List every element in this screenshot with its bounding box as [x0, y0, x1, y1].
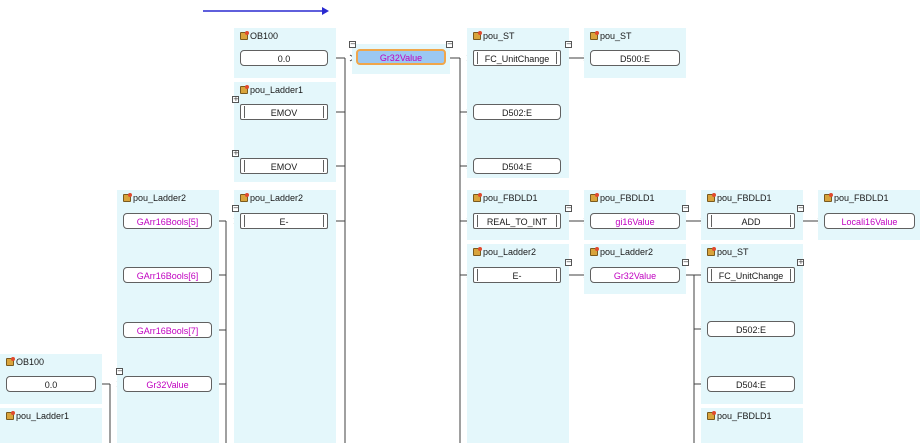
- pou-title[interactable]: pou_FBDLD1: [707, 192, 772, 204]
- variable-node[interactable]: Gr32Value: [590, 267, 680, 283]
- variable-node[interactable]: Locali16Value: [824, 213, 915, 229]
- pou-title-label: pou_Ladder2: [600, 247, 654, 257]
- pou-panel: [117, 190, 219, 443]
- function-block-node[interactable]: EMOV: [240, 104, 328, 120]
- function-block-node[interactable]: ADD: [707, 213, 795, 229]
- pou-icon: [6, 411, 15, 420]
- collapse-icon[interactable]: −: [682, 204, 689, 212]
- pou-icon: [240, 85, 249, 94]
- pou-icon: [6, 357, 15, 366]
- pou-icon: [707, 247, 716, 256]
- pou-title[interactable]: pou_ST: [707, 246, 749, 258]
- pou-title-label: pou_FBDLD1: [717, 193, 772, 203]
- pou-panel: [701, 408, 803, 443]
- pou-panel: [0, 408, 102, 443]
- pou-icon: [473, 31, 482, 40]
- pou-title-label: pou_Ladder1: [250, 85, 304, 95]
- pou-icon: [707, 193, 716, 202]
- pou-icon: [473, 193, 482, 202]
- pou-icon: [824, 193, 833, 202]
- pou-icon: [473, 247, 482, 256]
- function-block-node[interactable]: EMOV: [240, 158, 328, 174]
- pou-title-label: pou_FBDLD1: [717, 411, 772, 421]
- pou-icon: [123, 193, 132, 202]
- collapse-icon[interactable]: −: [797, 204, 804, 212]
- pou-title-label: pou_FBDLD1: [834, 193, 889, 203]
- variable-node[interactable]: GArr16Bools[7]: [123, 322, 212, 338]
- variable-node[interactable]: D504:E: [473, 158, 561, 174]
- collapse-icon[interactable]: −: [116, 367, 123, 375]
- variable-node[interactable]: gi16Value: [590, 213, 680, 229]
- pou-title[interactable]: pou_Ladder2: [240, 192, 303, 204]
- pou-title-label: OB100: [16, 357, 45, 367]
- pou-icon: [240, 31, 249, 40]
- function-block-node[interactable]: E-: [473, 267, 561, 283]
- pou-title-label: pou_Ladder1: [16, 411, 70, 421]
- function-block-node[interactable]: E-: [240, 213, 328, 229]
- pou-title-label: pou_ST: [717, 247, 749, 257]
- pou-title-label: pou_FBDLD1: [483, 193, 538, 203]
- pou-icon: [240, 193, 249, 202]
- variable-node[interactable]: D500:E: [590, 50, 680, 66]
- pou-title[interactable]: pou_Ladder2: [123, 192, 186, 204]
- collapse-icon[interactable]: −: [446, 40, 453, 48]
- pou-title[interactable]: pou_Ladder1: [240, 84, 303, 96]
- pou-title-label: pou_ST: [483, 31, 515, 41]
- variable-node[interactable]: D504:E: [707, 376, 795, 392]
- collapse-icon[interactable]: −: [565, 40, 572, 48]
- collapse-icon[interactable]: −: [682, 258, 689, 266]
- variable-node[interactable]: Gr32Value: [123, 376, 212, 392]
- function-block-node[interactable]: FC_UnitChange: [473, 50, 561, 66]
- pou-title-label: pou_Ladder2: [133, 193, 187, 203]
- pou-title[interactable]: pou_Ladder2: [590, 246, 653, 258]
- variable-node[interactable]: GArr16Bools[6]: [123, 267, 212, 283]
- variable-node[interactable]: D502:E: [707, 321, 795, 337]
- pou-title[interactable]: pou_ST: [473, 30, 515, 42]
- pou-title[interactable]: pou_Ladder1: [6, 410, 69, 422]
- pou-title-label: pou_Ladder2: [250, 193, 304, 203]
- pou-title[interactable]: pou_FBDLD1: [707, 410, 772, 422]
- pou-title[interactable]: pou_FBDLD1: [824, 192, 889, 204]
- pou-title[interactable]: pou_Ladder2: [473, 246, 536, 258]
- function-block-node[interactable]: REAL_TO_INT: [473, 213, 561, 229]
- navigation-arrowhead: [322, 7, 329, 15]
- pou-title[interactable]: pou_ST: [590, 30, 632, 42]
- pou-icon: [590, 31, 599, 40]
- pou-title-label: pou_Ladder2: [483, 247, 537, 257]
- pou-panel: [234, 190, 336, 443]
- variable-node[interactable]: Gr32Value: [356, 49, 446, 65]
- variable-node[interactable]: 0.0: [240, 50, 328, 66]
- variable-node[interactable]: 0.0: [6, 376, 96, 392]
- collapse-icon[interactable]: −: [565, 204, 572, 212]
- pou-title-label: pou_FBDLD1: [600, 193, 655, 203]
- variable-node[interactable]: D502:E: [473, 104, 561, 120]
- pou-title[interactable]: pou_FBDLD1: [590, 192, 655, 204]
- collapse-icon[interactable]: −: [565, 258, 572, 266]
- variable-node[interactable]: GArr16Bools[5]: [123, 213, 212, 229]
- pou-title-label: OB100: [250, 31, 279, 41]
- expand-icon[interactable]: +: [232, 95, 239, 103]
- pou-title[interactable]: OB100: [240, 30, 278, 42]
- pou-icon: [707, 411, 716, 420]
- function-block-node[interactable]: FC_UnitChange: [707, 267, 795, 283]
- pou-title[interactable]: OB100: [6, 356, 44, 368]
- expand-icon[interactable]: +: [232, 149, 239, 157]
- pou-title-label: pou_ST: [600, 31, 632, 41]
- collapse-icon[interactable]: −: [349, 40, 356, 48]
- expand-icon[interactable]: +: [797, 258, 804, 266]
- pou-icon: [590, 193, 599, 202]
- pou-icon: [590, 247, 599, 256]
- pou-title[interactable]: pou_FBDLD1: [473, 192, 538, 204]
- collapse-icon[interactable]: −: [232, 204, 239, 212]
